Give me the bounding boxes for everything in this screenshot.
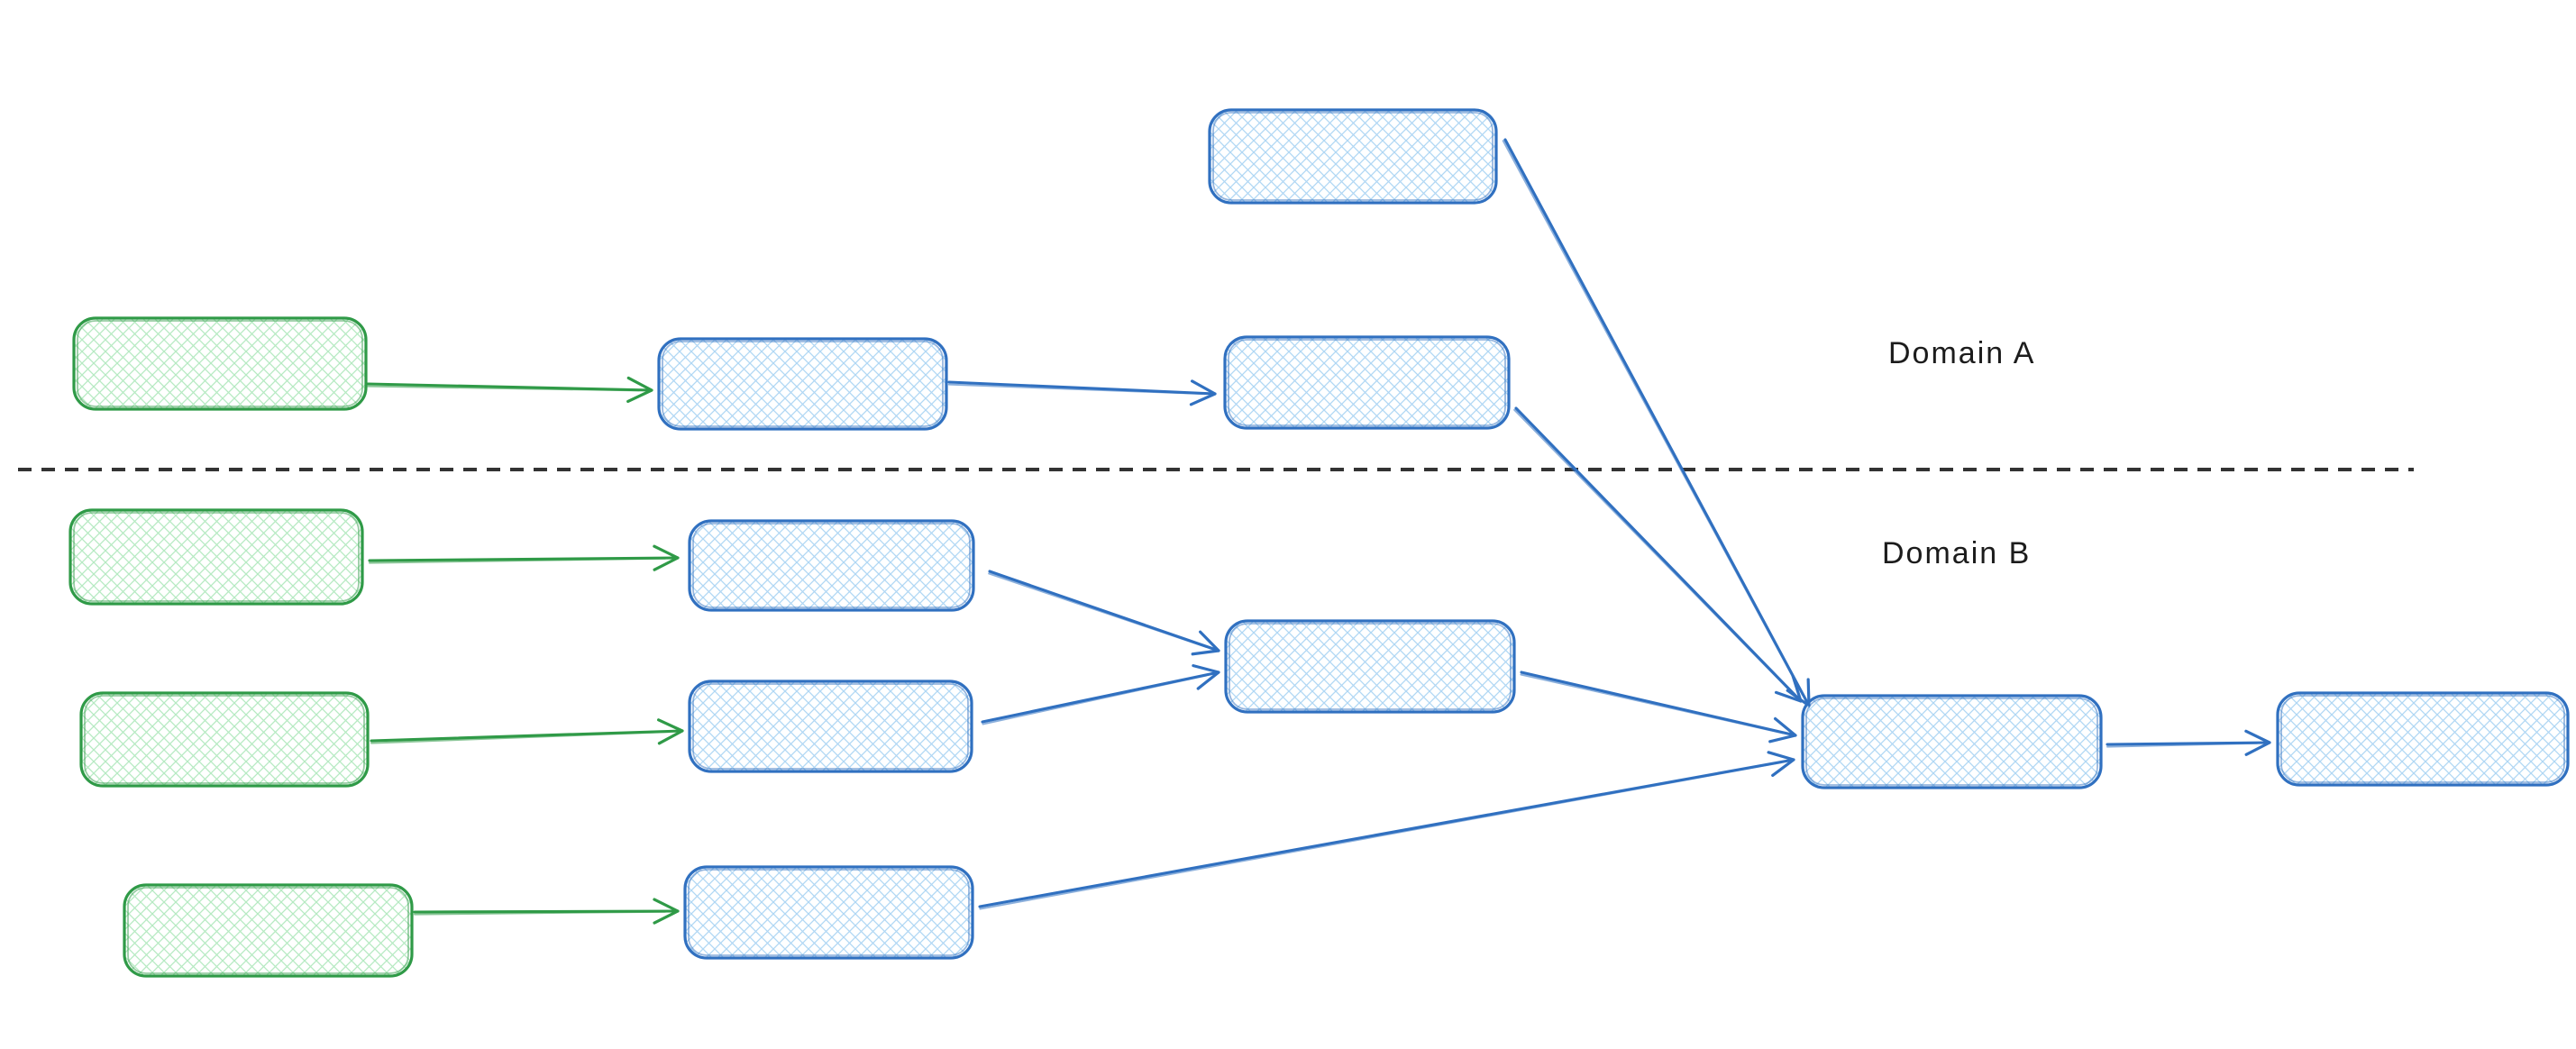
domain-b-stage1a-node-echo-outline bbox=[692, 523, 971, 608]
arrow-a-stage1-to-a-stage2-shaft bbox=[947, 379, 1217, 406]
domain-a-input-node-echo-outline bbox=[77, 320, 363, 407]
arrow-a-stage2-to-final-merge[interactable] bbox=[1513, 406, 1803, 703]
domain-b-stage1a-node-shape bbox=[688, 519, 975, 612]
domain-b-stage1c-node-shape bbox=[683, 865, 974, 960]
final-merge-node[interactable] bbox=[1801, 694, 2103, 789]
domain-a-stage2-node[interactable] bbox=[1223, 335, 1511, 430]
domain-b-stage1c-node-echo-outline bbox=[688, 869, 970, 956]
domain-a-input-node[interactable] bbox=[72, 316, 368, 411]
domain-a-stage1-node-shape bbox=[657, 337, 948, 431]
arrow-final-merge-to-output[interactable] bbox=[2106, 729, 2271, 756]
arrow-b-merge-to-final-merge[interactable] bbox=[1520, 670, 1797, 743]
arrow-b-stage1c-to-final-merge-shaft bbox=[978, 751, 1795, 908]
domain-a-stage2-node-echo-outline bbox=[1228, 339, 1506, 426]
domain-b-merge-node-echo-outline bbox=[1229, 623, 1512, 710]
domain-a-label[interactable]: Domain A bbox=[1888, 336, 2035, 370]
final-merge-node-shape bbox=[1801, 694, 2103, 789]
arrow-top-source-to-final-merge-shaft bbox=[1503, 138, 1811, 707]
domain-b-stage1b-node[interactable] bbox=[688, 680, 973, 773]
output-node-echo-outline bbox=[2280, 695, 2565, 783]
top-source-node-echo-outline bbox=[1212, 112, 1494, 201]
arrow-a-input-to-a-stage1[interactable] bbox=[366, 376, 653, 404]
final-merge-node-echo-outline bbox=[1805, 698, 2098, 786]
arrow-b-input2-to-b-stage1b[interactable] bbox=[370, 718, 684, 745]
arrow-b-stage1a-to-b-merge[interactable] bbox=[988, 570, 1220, 656]
domain-a-stage1-node-echo-outline bbox=[662, 341, 944, 427]
arrow-b-input3-to-b-stage1c[interactable] bbox=[413, 898, 680, 925]
domain-b-input2-node-shape bbox=[79, 691, 370, 788]
arrow-b-input2-to-b-stage1b-shaft bbox=[370, 718, 684, 745]
domain-b-input1-node[interactable] bbox=[69, 508, 364, 606]
domain-b-stage1b-node-shape bbox=[688, 680, 973, 773]
arrow-b-input1-to-b-stage1a[interactable] bbox=[368, 544, 680, 571]
domain-a-input-node-shape bbox=[72, 316, 368, 411]
domain-a-stage1-node[interactable] bbox=[657, 337, 948, 431]
domain-b-input3-node-shape bbox=[123, 883, 414, 978]
domain-b-input2-node[interactable] bbox=[79, 691, 370, 788]
arrow-b-merge-to-final-merge-shaft bbox=[1520, 670, 1797, 743]
domain-b-input1-node-echo-outline bbox=[73, 512, 360, 602]
domain-b-label[interactable]: Domain B bbox=[1882, 536, 2031, 570]
top-source-node[interactable] bbox=[1208, 108, 1498, 205]
arrow-b-input3-to-b-stage1c-shaft bbox=[413, 898, 680, 925]
domain-b-stage1a-node[interactable] bbox=[688, 519, 975, 612]
domain-b-input2-node-echo-outline bbox=[84, 695, 365, 784]
domain-b-stage1b-node-echo-outline bbox=[692, 683, 969, 770]
domain-b-input3-node[interactable] bbox=[123, 883, 414, 978]
arrow-final-merge-to-output-shaft bbox=[2106, 729, 2271, 756]
arrow-b-input1-to-b-stage1a-shaft bbox=[368, 544, 680, 571]
arrow-a-stage2-to-final-merge-shaft bbox=[1514, 406, 1803, 703]
arrow-a-input-to-a-stage1-shaft bbox=[366, 376, 653, 404]
output-node[interactable] bbox=[2276, 691, 2570, 787]
domain-a-stage2-node-shape bbox=[1223, 335, 1511, 430]
domain-b-stage1c-node[interactable] bbox=[683, 865, 974, 960]
arrow-top-source-to-final-merge[interactable] bbox=[1502, 138, 1811, 707]
arrow-b-stage1a-to-b-merge-shaft bbox=[988, 570, 1220, 656]
arrow-b-stage1b-to-b-merge[interactable] bbox=[981, 664, 1220, 725]
domain-b-merge-node[interactable] bbox=[1224, 619, 1516, 714]
arrow-b-stage1c-to-final-merge[interactable] bbox=[978, 751, 1795, 910]
domain-b-input1-node-shape bbox=[69, 508, 364, 606]
domain-b-merge-node-shape bbox=[1224, 619, 1516, 714]
output-node-shape bbox=[2276, 691, 2570, 787]
arrow-a-stage1-to-a-stage2[interactable] bbox=[947, 379, 1217, 406]
domain-b-input3-node-echo-outline bbox=[127, 887, 409, 974]
arrow-b-stage1b-to-b-merge-shaft bbox=[981, 664, 1220, 724]
top-source-node-shape bbox=[1208, 108, 1498, 205]
